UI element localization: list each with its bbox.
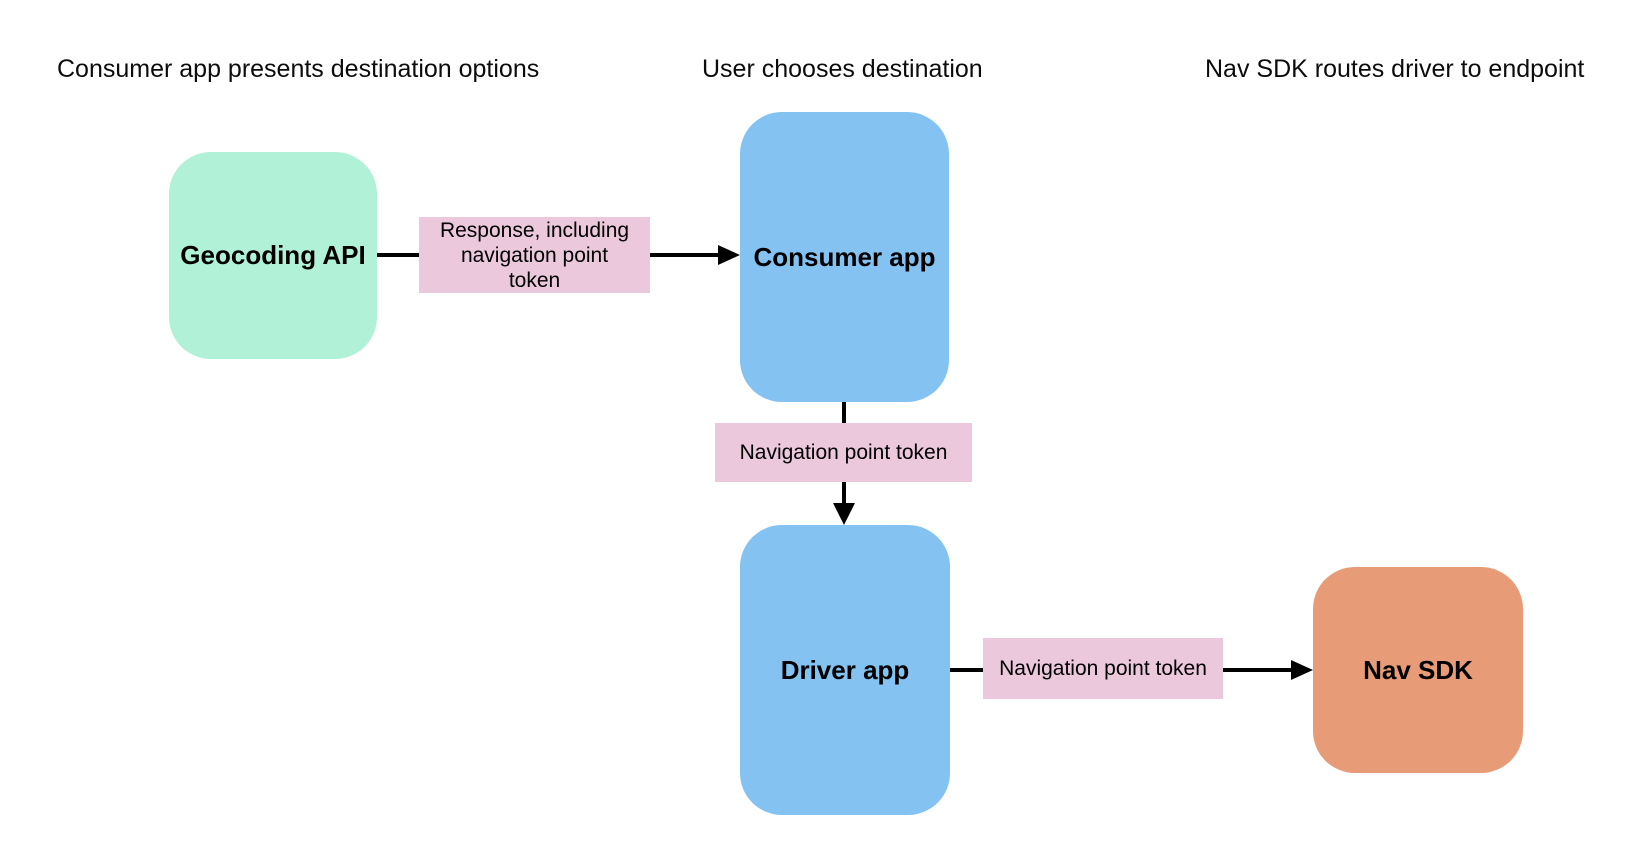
- connector-token-label-to-driver: [842, 482, 846, 503]
- node-driver-app: Driver app: [740, 525, 950, 815]
- edge-label-navigation-point-token-right: Navigation point token: [983, 638, 1223, 699]
- node-geocoding-api: Geocoding API: [169, 152, 377, 359]
- connector-consumer-to-token-label: [842, 402, 846, 423]
- lane-header-consumer-presents: Consumer app presents destination option…: [57, 55, 540, 83]
- connector-token-label-to-nav-sdk: [1223, 668, 1291, 672]
- node-geocoding-api-label: Geocoding API: [180, 240, 366, 270]
- node-nav-sdk: Nav SDK: [1313, 567, 1523, 773]
- arrowhead-down-icon: [833, 503, 855, 525]
- edge-label-navigation-point-token-middle: Navigation point token: [715, 423, 972, 482]
- connector-driver-to-token-label: [950, 668, 983, 672]
- lane-header-nav-sdk-routes: Nav SDK routes driver to endpoint: [1205, 55, 1585, 83]
- arrowhead-right-icon: [1291, 660, 1313, 680]
- node-nav-sdk-label: Nav SDK: [1363, 654, 1473, 685]
- arrowhead-right-icon: [718, 245, 740, 265]
- lane-header-user-chooses: User chooses destination: [702, 55, 983, 83]
- connector-geocoding-to-response-label: [377, 253, 419, 257]
- node-consumer-app-label: Consumer app: [753, 241, 936, 272]
- node-consumer-app: Consumer app: [740, 112, 949, 402]
- node-driver-app-label: Driver app: [780, 654, 910, 685]
- edge-label-response-including-token: Response, including navigation point tok…: [419, 217, 650, 293]
- connector-response-label-to-consumer: [650, 253, 718, 257]
